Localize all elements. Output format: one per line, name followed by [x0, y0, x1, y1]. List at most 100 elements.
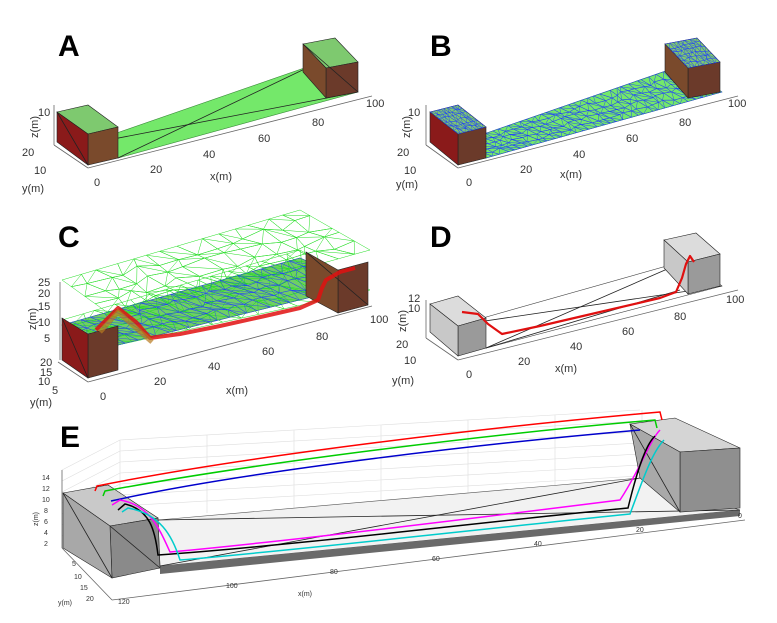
trajectory-5: [117, 435, 656, 556]
right-box-front: [679, 447, 741, 513]
x-tick-label: 0: [94, 177, 100, 189]
x-tick-label: 0: [466, 369, 472, 381]
trajectory-4: [111, 429, 661, 553]
panel-b: B 0 20 40 60 80 100 x(m) 10 20 y(m) 10 z…: [396, 30, 746, 191]
panel-a: A 0 20 40 60 80 100 x(m) 10 20 y(m) 10 z…: [22, 30, 384, 195]
z-tick-label: 4: [44, 530, 48, 537]
x-tick-label: 80: [316, 331, 328, 343]
floor-diagonal: [117, 64, 314, 159]
x-tick-label: 20: [150, 164, 162, 176]
x-tick-label: 60: [258, 133, 270, 145]
x-tick-label: 120: [118, 599, 130, 606]
x-tick-label: 20: [154, 376, 166, 388]
box-diagonal: [109, 525, 161, 569]
panel-d: D 0 20 40 60 80 100 x(m) 10 20 y(m) 10 1…: [392, 221, 744, 387]
z-tick-label: 10: [408, 107, 420, 119]
floor-mesh: [61, 257, 361, 346]
y-tick-label: 5: [52, 385, 58, 397]
x-axis: [87, 95, 373, 169]
right-box-front: [687, 61, 721, 99]
z-tick-label: 5: [44, 333, 50, 345]
box-diagonal: [56, 111, 89, 166]
z-axis-label: z(m): [27, 308, 39, 330]
y-tick-label: 10: [38, 376, 50, 388]
y-tick-label: 10: [404, 165, 416, 177]
trajectory-6: [121, 439, 665, 561]
x-tick-label: 100: [370, 314, 388, 326]
floor-diagonal: [485, 259, 689, 349]
x-tick-label: 60: [622, 326, 634, 338]
x-axis-label: x(m): [298, 591, 312, 598]
y-axis-label: y(m): [392, 375, 414, 387]
panel-label-e: E: [60, 421, 80, 454]
z-tick-label: 12: [42, 486, 50, 493]
right-box-side: [305, 251, 339, 314]
z-tick-label: 10: [42, 497, 50, 504]
x-axis-label: x(m): [560, 169, 582, 181]
z-tick-label: 10: [408, 303, 420, 315]
x-tick-label: 100: [366, 98, 384, 110]
z-tick-label: 2: [44, 541, 48, 548]
z-tick-label: 12: [408, 293, 420, 305]
right-box-side: [302, 43, 327, 99]
z-axis-label: z(m): [401, 116, 413, 138]
y-axis: [53, 144, 89, 169]
box-mesh: [664, 37, 721, 69]
y-tick-label: 15: [80, 585, 88, 592]
panel-label-b: B: [430, 30, 452, 63]
z-tick-label: 25: [38, 277, 50, 289]
y-tick-label: 10: [34, 165, 46, 177]
y-tick-label: 20: [397, 147, 409, 159]
z-tick-label: 10: [38, 317, 50, 329]
z-axis-label: z(m): [33, 512, 40, 526]
trajectory-3: [110, 429, 641, 502]
x-tick-label: 60: [432, 556, 440, 563]
x-tick-label: 80: [674, 311, 686, 323]
z-tick-label: 8: [44, 508, 48, 515]
panel-label-a: A: [58, 30, 80, 63]
box-mesh: [429, 104, 487, 135]
green-tetra-mesh: [61, 209, 371, 346]
panel-e: E 2 4 6 8 10 12 14 z(m) 5 10 15: [33, 409, 746, 607]
x-tick-label: 100: [728, 98, 746, 110]
y-axis: [425, 337, 459, 361]
box-diagonal: [61, 317, 89, 379]
floor-diagonal: [485, 289, 681, 349]
y-tick-label: 10: [74, 574, 82, 581]
x-tick-label: 20: [520, 164, 532, 176]
cloud-mesh-lines: [61, 209, 371, 321]
floor-diagonal: [81, 91, 359, 146]
box-diagonal: [305, 251, 369, 306]
x-axis-label: x(m): [226, 385, 248, 397]
z-tick-label: 10: [38, 107, 50, 119]
x-axis-label: x(m): [555, 363, 577, 375]
y-tick-label: 20: [22, 147, 34, 159]
x-tick-label: 80: [312, 117, 324, 129]
box-top-mesh-lines: [664, 37, 721, 69]
box-top-mesh-lines: [429, 104, 487, 135]
panel-label-d: D: [430, 221, 452, 254]
x-tick-label: 0: [466, 177, 472, 189]
x-tick-label: 100: [226, 583, 238, 590]
floor-diagonal: [457, 285, 723, 326]
box-diagonal: [62, 492, 113, 579]
y-tick-label: 20: [396, 339, 408, 351]
x-axis-label: x(m): [210, 171, 232, 183]
x-tick-label: 40: [208, 361, 220, 373]
x-tick-label: 0: [100, 391, 106, 403]
left-box-front: [87, 325, 119, 379]
y-tick-label: 15: [40, 367, 52, 379]
x-tick-label: 60: [626, 133, 638, 145]
trajectory-1: [94, 411, 663, 492]
x-tick-label: 40: [573, 149, 585, 161]
z-axis-label: z(m): [29, 116, 41, 138]
x-tick-label: 80: [330, 569, 338, 576]
z-tick-label: 6: [44, 519, 48, 526]
y-axis-label: y(m): [30, 397, 52, 409]
y-axis: [61, 547, 113, 601]
floor-diagonal: [157, 509, 741, 521]
panel-label-c: C: [58, 221, 80, 254]
y-axis: [57, 361, 89, 383]
panel-c: C 0 20 40 60 80 100 x(m) 5 10 15 20 y(m)…: [27, 209, 388, 409]
